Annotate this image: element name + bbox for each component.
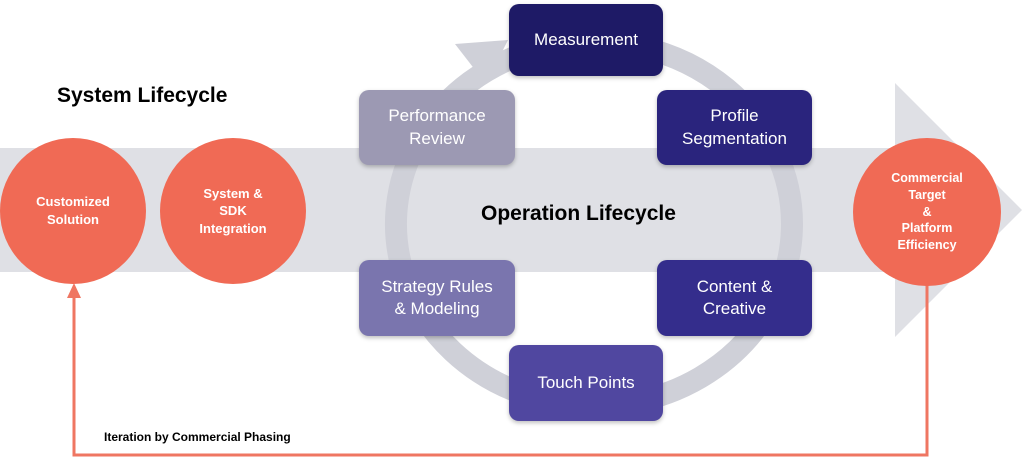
operation-lifecycle-title: Operation Lifecycle [481,202,676,225]
iteration-line [72,282,929,457]
touch-points-node: Touch Points [509,345,663,421]
profile-segmentation-node: Profile Segmentation [657,90,812,165]
system-sdk-integration-circle: System & SDK Integration [160,138,306,284]
customized-solution-circle: Customized Solution [0,138,146,284]
strategy-rules-node: Strategy Rules & Modeling [359,260,515,336]
iteration-arrowhead [67,283,81,298]
commercial-target-circle: Commercial Target & Platform Efficiency [853,138,1001,286]
system-lifecycle-arrow [0,83,1022,337]
system-lifecycle-title: System Lifecycle [57,84,228,107]
measurement-node: Measurement [509,4,663,76]
content-creative-node: Content & Creative [657,260,812,336]
performance-review-node: Performance Review [359,90,515,165]
cycle-arrowhead [455,40,508,84]
iteration-label: Iteration by Commercial Phasing [104,430,291,444]
